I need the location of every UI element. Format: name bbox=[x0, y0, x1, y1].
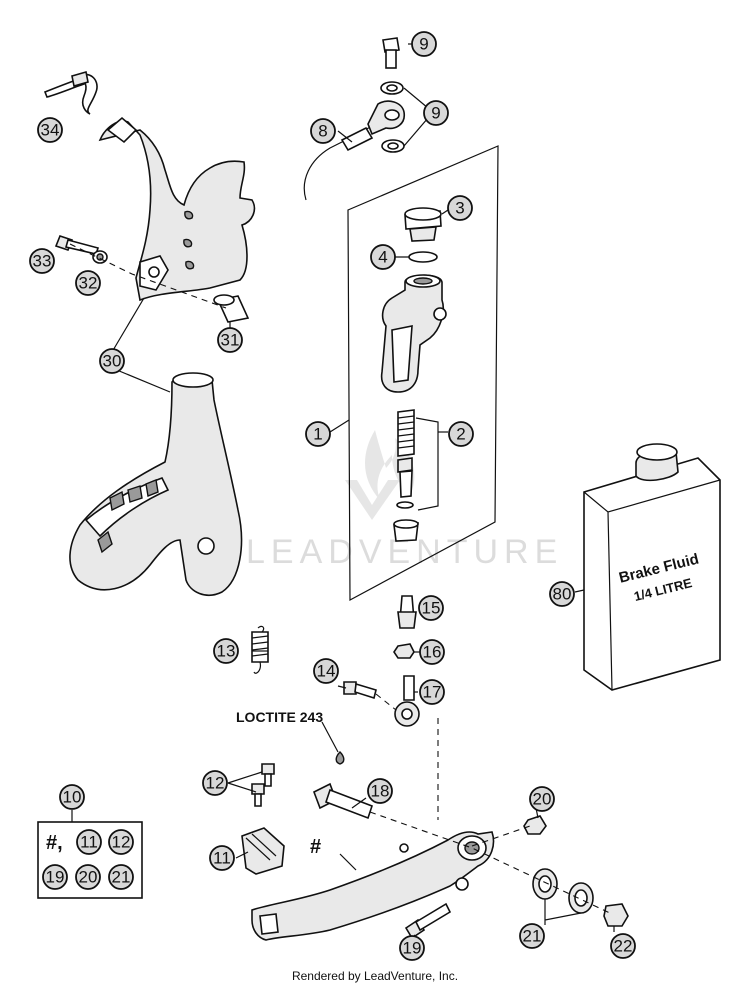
kit-callout-12[interactable]: 12 bbox=[108, 829, 134, 855]
callout-31[interactable]: 31 bbox=[217, 327, 243, 353]
callout-8[interactable]: 9 bbox=[411, 31, 437, 57]
callout-22[interactable]: 22 bbox=[610, 933, 636, 959]
callout-17[interactable]: 17 bbox=[419, 679, 445, 705]
callout-3[interactable]: 3 bbox=[447, 195, 473, 221]
svg-text:18: 18 bbox=[371, 782, 390, 801]
svg-text:3: 3 bbox=[455, 199, 464, 218]
svg-text:1: 1 bbox=[313, 425, 322, 444]
callout-2[interactable]: 2 bbox=[448, 421, 474, 447]
svg-text:19: 19 bbox=[403, 939, 422, 958]
svg-text:9: 9 bbox=[419, 35, 428, 54]
callout-13[interactable]: 13 bbox=[213, 638, 239, 664]
svg-text:16: 16 bbox=[423, 643, 442, 662]
svg-text:80: 80 bbox=[553, 585, 572, 604]
kit-hash-mark: #, bbox=[46, 832, 63, 854]
callout-16[interactable]: 16 bbox=[419, 639, 445, 665]
svg-text:22: 22 bbox=[614, 937, 633, 956]
svg-text:13: 13 bbox=[217, 642, 236, 661]
kit-callout-20[interactable]: 20 bbox=[75, 864, 101, 890]
svg-text:11: 11 bbox=[213, 849, 231, 868]
callout-33[interactable]: 33 bbox=[29, 248, 55, 274]
chain-guard-assembly bbox=[43, 70, 256, 596]
svg-text:17: 17 bbox=[423, 683, 442, 702]
callout-21[interactable]: 21 bbox=[519, 923, 545, 949]
callout-20[interactable]: 20 bbox=[529, 786, 555, 812]
callout-34[interactable]: 34 bbox=[37, 117, 63, 143]
callout-1[interactable]: 1 bbox=[305, 421, 331, 447]
svg-text:4: 4 bbox=[378, 248, 387, 267]
callout-9[interactable]: 9 bbox=[423, 100, 449, 126]
callout-4[interactable]: 4 bbox=[370, 244, 396, 270]
brake-pedal-assembly bbox=[227, 589, 629, 941]
svg-text:2: 2 bbox=[456, 425, 465, 444]
svg-text:15: 15 bbox=[422, 599, 441, 618]
svg-text:34: 34 bbox=[41, 121, 60, 140]
master-cylinder-assembly bbox=[303, 37, 499, 602]
svg-text:30: 30 bbox=[103, 352, 122, 371]
render-credit: Rendered by LeadVenture, Inc. bbox=[291, 969, 459, 983]
svg-text:19: 19 bbox=[46, 868, 65, 887]
svg-text:21: 21 bbox=[112, 868, 131, 887]
svg-text:11: 11 bbox=[80, 833, 98, 852]
svg-text:20: 20 bbox=[533, 790, 552, 809]
svg-text:14: 14 bbox=[317, 662, 336, 681]
svg-text:32: 32 bbox=[79, 274, 98, 293]
svg-text:12: 12 bbox=[206, 774, 225, 793]
brake-fluid-bottle: Brake Fluid 1/4 LITRE bbox=[583, 443, 721, 691]
svg-text:10: 10 bbox=[63, 788, 82, 807]
callout-14[interactable]: 14 bbox=[313, 658, 339, 684]
callout-11[interactable]: 11 bbox=[209, 845, 235, 871]
kit-callout-21[interactable]: 21 bbox=[108, 864, 134, 890]
svg-text:31: 31 bbox=[221, 331, 240, 350]
callout-80[interactable]: 80 bbox=[549, 581, 575, 607]
svg-text:33: 33 bbox=[33, 252, 52, 271]
callout-15[interactable]: 15 bbox=[418, 595, 444, 621]
callout-32[interactable]: 32 bbox=[75, 270, 101, 296]
callout-19[interactable]: 19 bbox=[399, 935, 425, 961]
callout-12[interactable]: 12 bbox=[202, 770, 228, 796]
svg-text:12: 12 bbox=[112, 833, 131, 852]
callout-7[interactable]: 8 bbox=[310, 118, 336, 144]
callout-30[interactable]: 30 bbox=[99, 348, 125, 374]
kit-callout-19[interactable]: 19 bbox=[42, 864, 68, 890]
svg-text:21: 21 bbox=[523, 927, 542, 946]
svg-text:8: 8 bbox=[318, 122, 327, 141]
callout-18[interactable]: 18 bbox=[367, 778, 393, 804]
svg-text:9: 9 bbox=[431, 104, 440, 123]
svg-text:20: 20 bbox=[79, 868, 98, 887]
kit-callout-11[interactable]: 11 bbox=[76, 829, 102, 855]
loctite-label: LOCTITE 243 bbox=[236, 709, 323, 725]
callout-10[interactable]: 10 bbox=[59, 784, 85, 810]
pedal-hash-mark: # bbox=[310, 836, 321, 858]
